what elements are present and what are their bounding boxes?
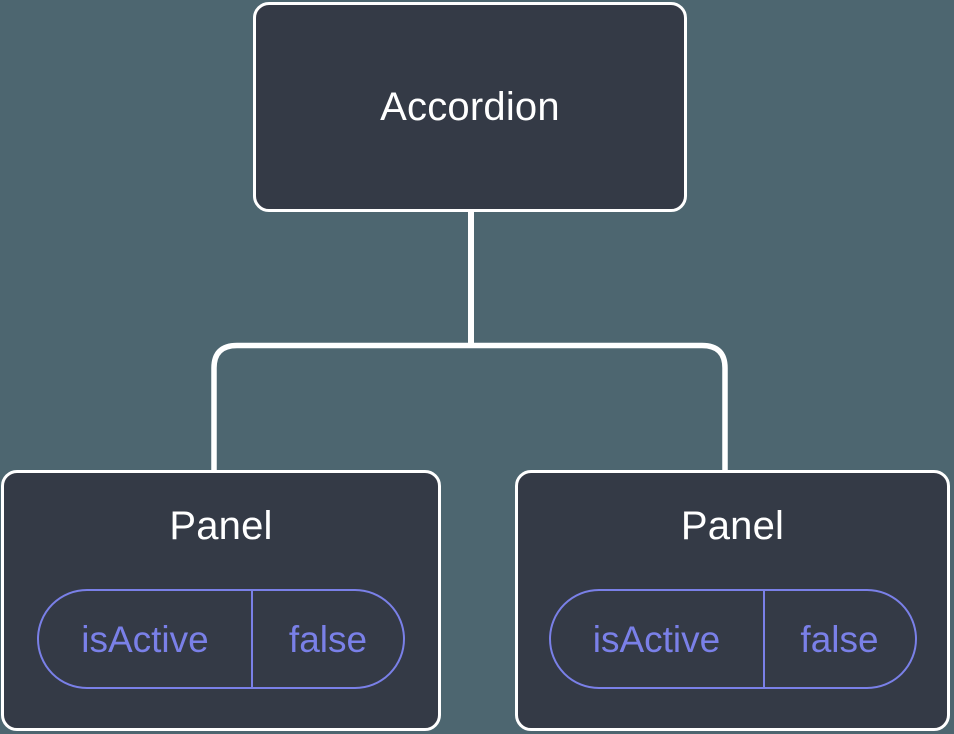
tree-node-panel-right: Panel isActive false	[515, 470, 950, 731]
accordion-node-label: Accordion	[380, 85, 560, 129]
state-value-label: false	[288, 618, 368, 660]
panel-right-label: Panel	[680, 504, 785, 548]
panel-right-state-pill: isActive false	[548, 589, 917, 689]
panel-left-state-pill: isActive false	[37, 589, 405, 689]
panel-left-label: Panel	[169, 504, 273, 548]
tree-node-panel-left: Panel isActive false	[1, 470, 441, 731]
state-key-label: isActive	[39, 591, 253, 687]
connector-branch	[211, 342, 728, 472]
state-key-label: isActive	[551, 591, 765, 687]
tree-node-accordion: Accordion	[253, 2, 687, 212]
state-value-label: false	[800, 618, 879, 660]
